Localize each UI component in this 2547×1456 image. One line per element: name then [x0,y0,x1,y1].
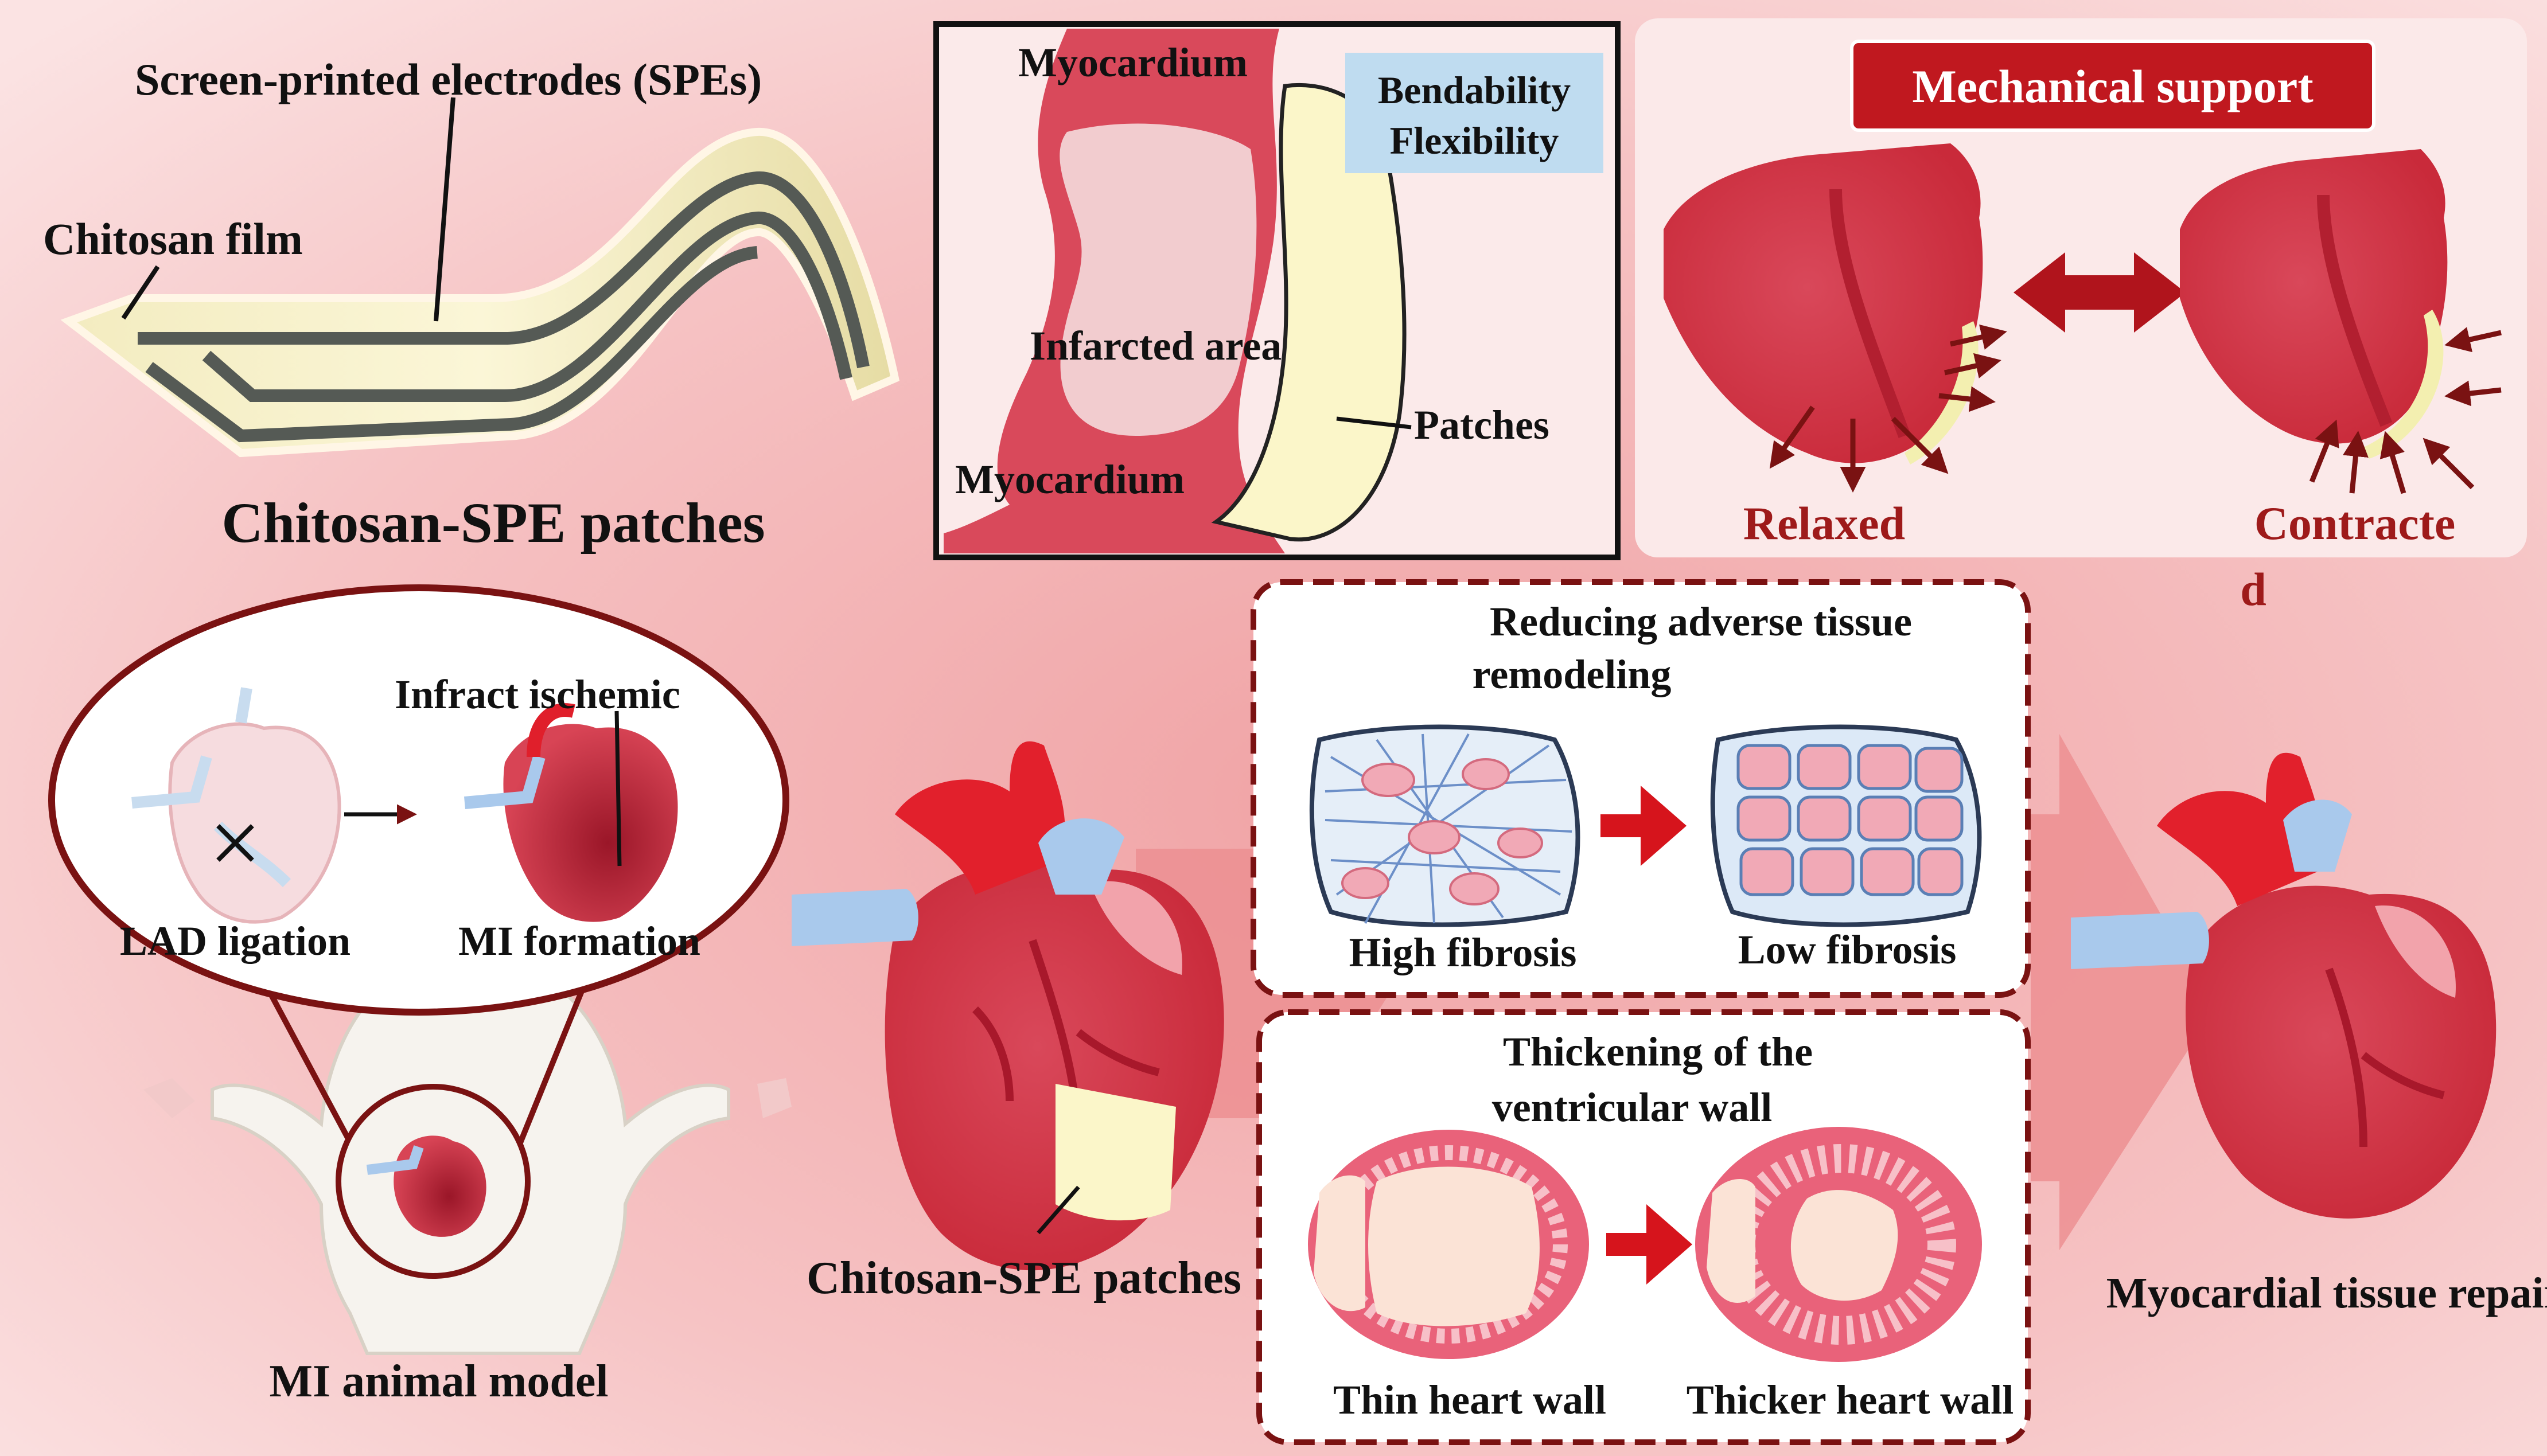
infract-ischemic-label: Infract ischemic [395,672,680,717]
mi-heart [503,724,678,922]
bendability-box [1345,53,1603,173]
fibrosis-title-line1: Reducing adverse tissue [1490,599,1912,645]
fibrosis-title-line2: remodeling [1473,651,1672,697]
relax-contract-double-arrow [2014,252,2186,333]
relaxed-patch [1905,321,1979,464]
wall-title-line1: Thickening of the [1503,1029,1813,1075]
mechanical-title-box [1850,40,2375,132]
patch-caption: Chitosan-SPE patches [221,491,765,555]
mouse-left-hand [143,1078,195,1118]
center-heart-pulmonary [1038,818,1124,895]
outcome-heart-atrium [2375,905,2456,998]
electrode-line-3 [145,246,758,443]
relaxed-force-arrows [1769,324,2007,493]
outcome-heart-aorta [2157,752,2322,906]
center-heart-vena [792,889,918,946]
myocardium-bottom-label: Myocardium [955,456,1185,502]
center-caption: Chitosan-SPE patches [807,1253,1241,1303]
mechanical-title: Mechanical support [1912,60,2313,112]
patches-pointer [1336,416,1412,430]
contracted-heart [2180,149,2448,444]
spe-label: Screen-printed electrodes (SPEs) [135,54,762,104]
center-heart-group: Chitosan-SPE patches [792,741,1241,1303]
myocardium-top-label: Myocardium [1018,40,1248,85]
center-heart-aorta [895,741,1065,895]
mi-heart-vessels [464,755,546,809]
lad-ligation-label: LAD ligation [120,918,350,964]
fibrosis-arrow [1600,786,1687,866]
low-fibrosis-cells [1736,744,1964,896]
outcome-heart-vessels [2325,967,2445,1147]
contracted-label-line1: Contracte [2254,497,2456,549]
center-heart-patch [1056,1084,1176,1221]
contracted-patch [2363,310,2444,459]
lad-ligation-cross [216,824,254,862]
mouse-right-hand [757,1078,792,1118]
outcome-caption: Myocardial tissue repair [2106,1269,2547,1317]
center-patch-pointer [1037,1185,1080,1235]
lad-heart [168,722,341,924]
thick-wall-stripes [1727,1144,1956,1345]
thin-wall-left-chamber [1314,1175,1365,1311]
wall-panel: Thickening of the ventricular wall Thin … [1256,1009,2031,1445]
patches-label: Patches [1414,402,1549,448]
patch-panel: Screen-printed electrodes (SPEs) Chitosa… [43,54,900,555]
outcome-heart-vena [2071,912,2209,969]
infarct-panel: Myocardium Bendability Flexibility Infar… [933,21,1621,560]
thick-wall-left-chamber [1707,1179,1755,1303]
electrode-line-1 [138,171,870,369]
model-caption: MI animal model [269,1356,608,1407]
outcome-heart-pulmonary [2283,799,2352,872]
relaxed-label: Relaxed [1743,497,1905,549]
mi-formation-label: MI formation [458,918,700,964]
ventricle-cavity [944,29,1067,533]
infarcted-region [1060,123,1257,436]
wall-arrow [1606,1204,1692,1285]
contracted-force-arrows [2309,327,2502,494]
relaxed-heart-vessel [1829,189,1911,438]
fibrosis-panel: Reducing adverse tissue remodeling High … [1251,579,2031,998]
flow-arrow-right [2031,734,2214,1250]
center-heart-atrium [1090,881,1182,975]
high-fibrosis-cells [1341,758,1543,905]
mi-heart-aorta [527,703,575,758]
film-pointer [121,265,160,320]
thin-wall-label: Thin heart wall [1333,1377,1606,1423]
thick-wall-label: Thicker heart wall [1687,1377,2014,1423]
contracted-heart-vessel [2317,194,2393,427]
ischemic-pointer [614,711,622,866]
outcome-group: Myocardial tissue repair [2071,752,2547,1317]
thin-wall-lumen [1368,1166,1540,1326]
high-fibrosis-label: High fibrosis [1349,930,1577,975]
infarcted-area-label: Infarcted area [1030,323,1282,369]
low-fibrosis-label: Low fibrosis [1738,927,1957,973]
flexibility-label: Flexibility [1390,119,1559,162]
film-label: Chitosan film [43,214,303,264]
bendability-label: Bendability [1378,68,1571,112]
wall-title-line2: ventricular wall [1492,1084,1773,1130]
electrode-line-2 [202,211,852,402]
thick-wall-lumen [1790,1190,1898,1301]
chest-heart-vessel [366,1145,424,1175]
mechanical-panel: Mechanical support Relaxed Contracte [1635,18,2527,615]
spe-pointer [434,97,455,322]
contracted-label-line2: d [2240,563,2266,615]
model-panel: Infract ischemic LAD ligation MI formati… [48,584,792,1407]
relaxed-heart [1664,143,1983,463]
